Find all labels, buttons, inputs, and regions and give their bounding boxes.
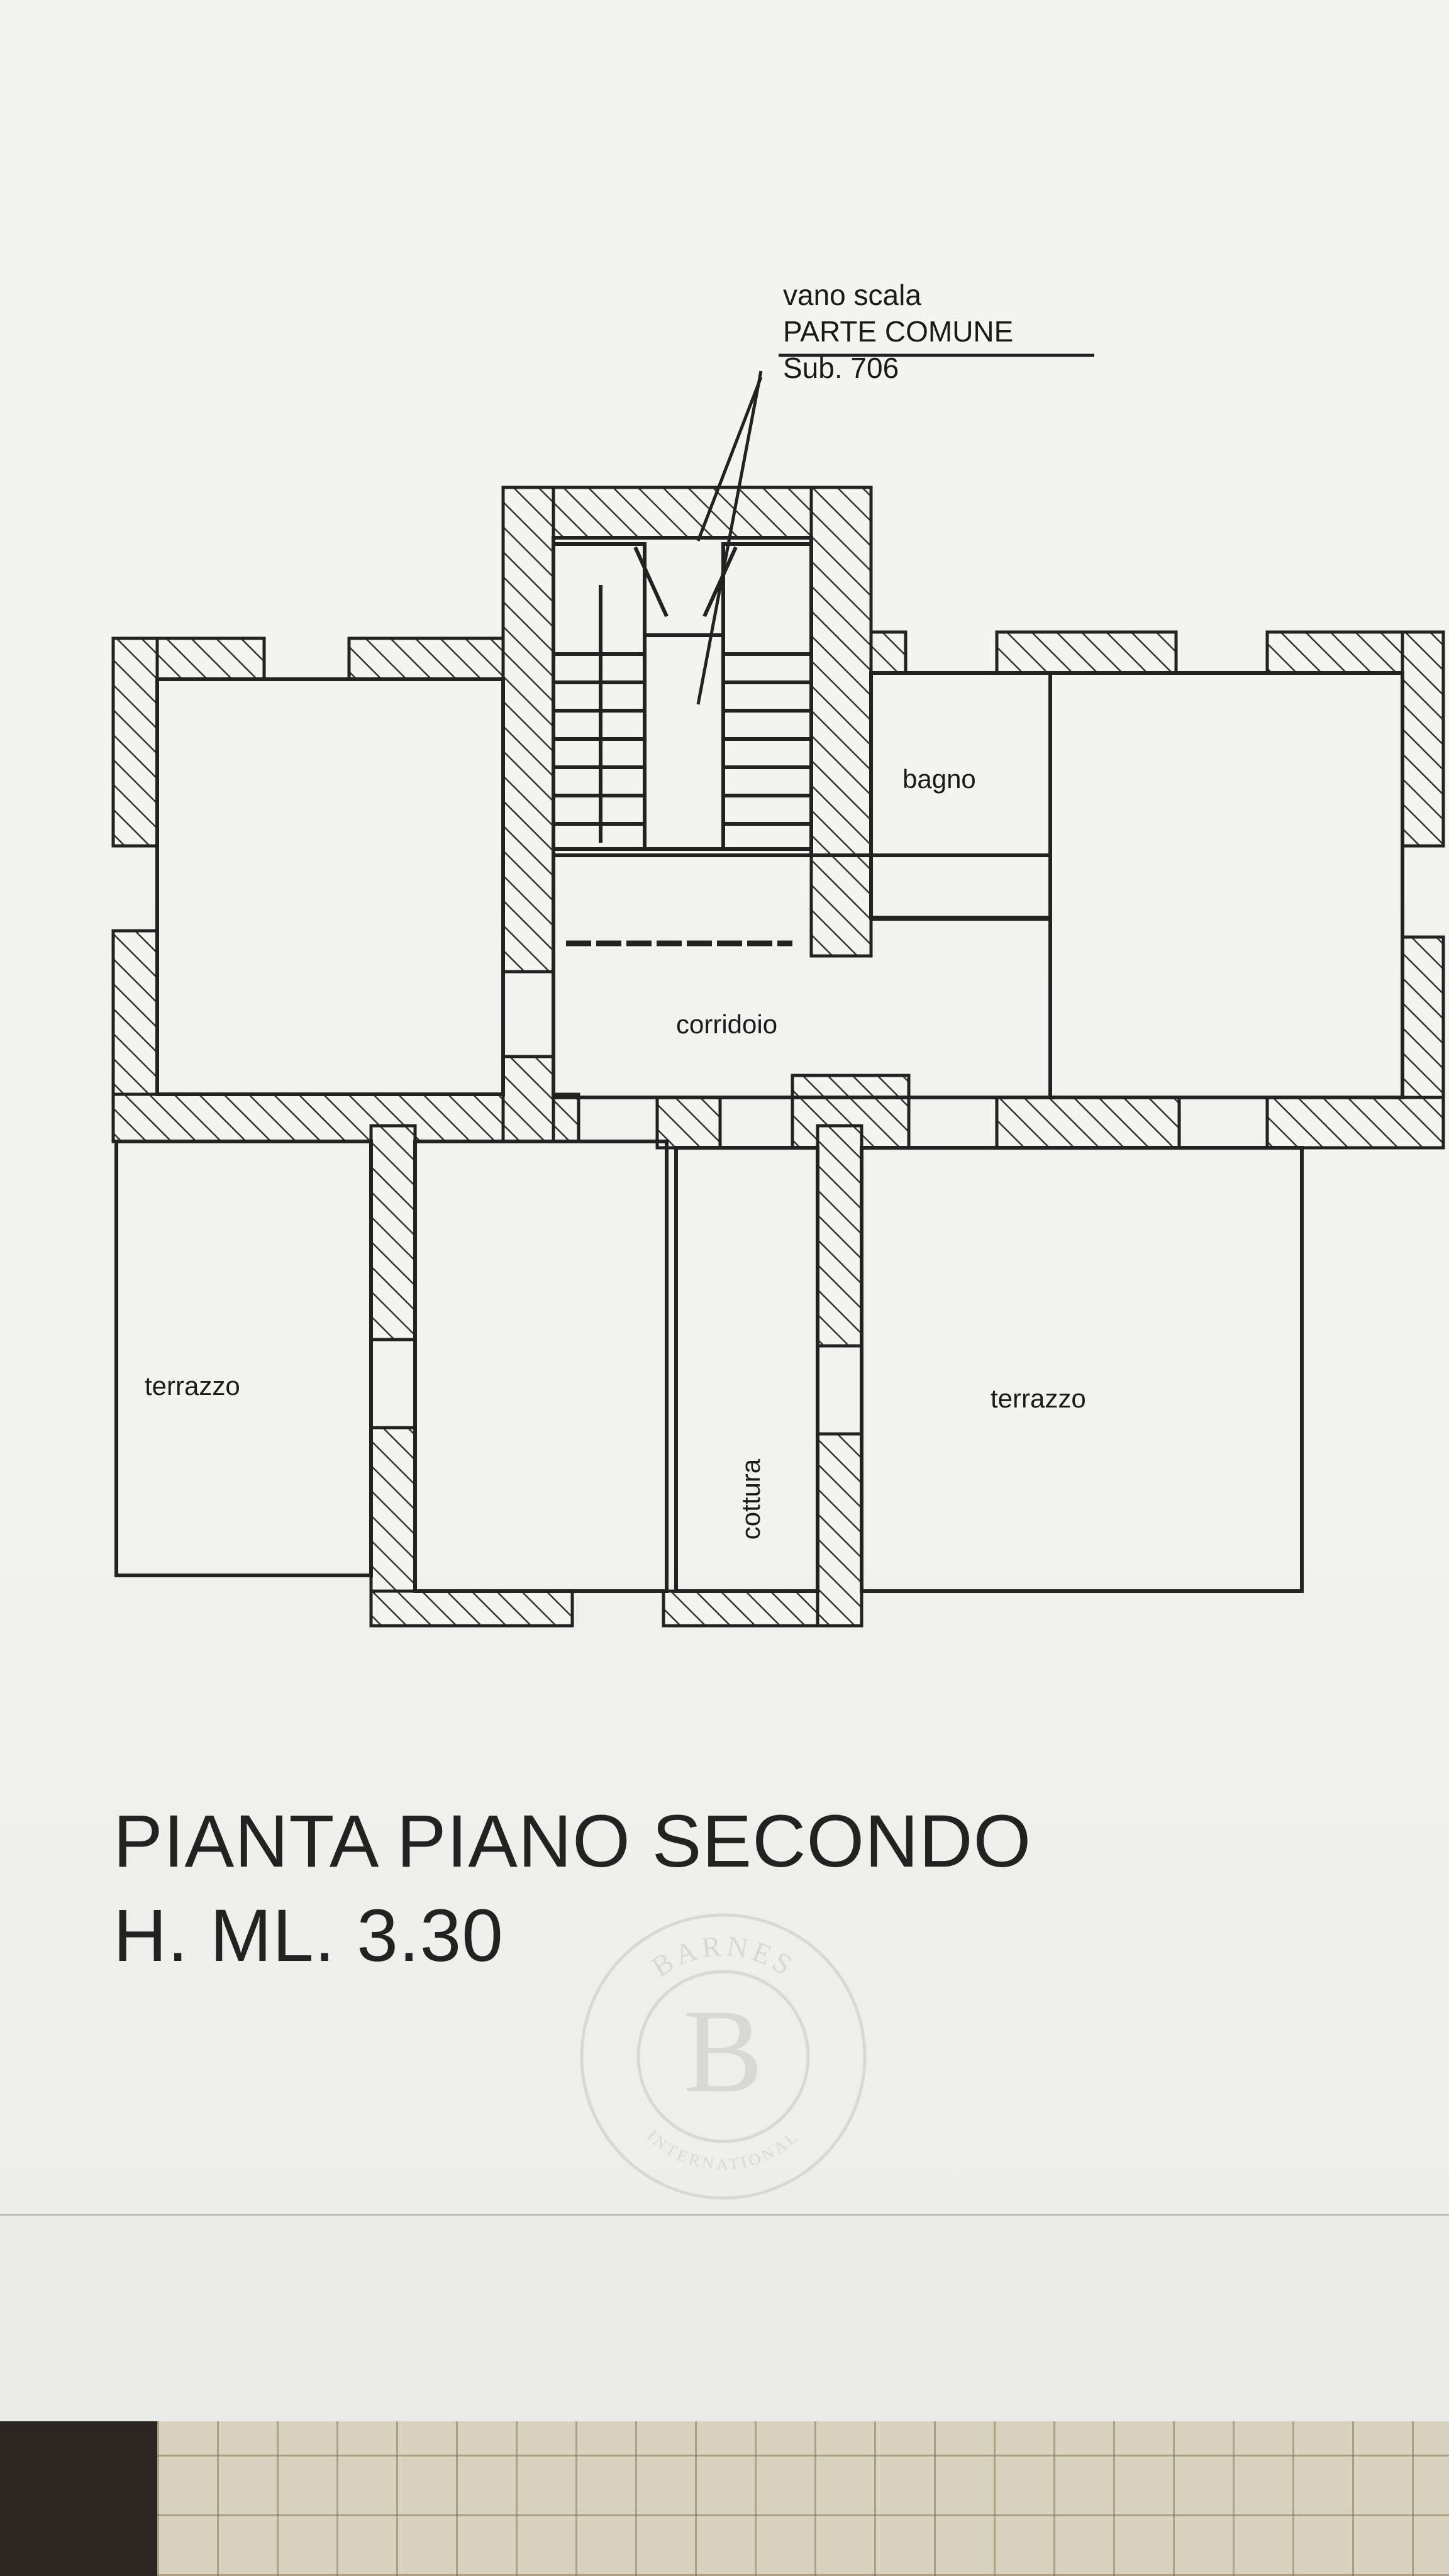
stair-callout: vano scala PARTE COMUNE Sub. 706 <box>783 277 1013 386</box>
ne-wall-top-b <box>995 630 1178 675</box>
room-label-corridoio: corridoio <box>676 1009 778 1039</box>
callout-line-2: PARTE COMUNE <box>783 315 1014 348</box>
sw-wall-bottom-a <box>369 1589 574 1628</box>
plan-title: PIANTA PIANO SECONDO <box>113 1800 1032 1883</box>
nw-wall-right-low <box>501 1055 555 1143</box>
lower-sheet <box>0 2214 1449 2423</box>
room-label-terrazzo-left: terrazzo <box>145 1371 240 1401</box>
stair-wall-left <box>501 486 555 974</box>
ne-wall-top-a <box>869 630 908 675</box>
barnes-watermark-logo: BARNES B INTERNATIONAL <box>580 1913 867 2200</box>
desk-surface <box>0 2421 157 2576</box>
cottura-room <box>674 1146 819 1593</box>
terrazzo-right-outline <box>860 1146 1304 1593</box>
svg-text:INTERNATIONAL: INTERNATIONAL <box>643 2126 802 2174</box>
callout-leader <box>696 353 1094 705</box>
paper-sheet: vano scala PARTE COMUNE Sub. 706 bagno c… <box>0 0 1449 2245</box>
room-label-terrazzo-right: terrazzo <box>991 1384 1086 1413</box>
corridor-room <box>552 853 1052 1099</box>
terrazzo-left-outline <box>114 1140 373 1577</box>
svg-text:BARNES: BARNES <box>646 1929 801 1983</box>
stairs <box>552 542 813 851</box>
walls <box>111 486 1445 1628</box>
ne-wall-bottom-a <box>995 1096 1181 1150</box>
ne-wall-bottom-b <box>1265 1096 1445 1150</box>
stair-wall-right <box>809 486 873 958</box>
room-label-cottura: cottura <box>736 1458 766 1540</box>
svg-text:B: B <box>684 1985 763 2118</box>
room-label-bagno: bagno <box>902 764 976 794</box>
grid-paper <box>157 2421 1449 2576</box>
nw-wall-left-a <box>111 636 159 848</box>
ne-wall-right-a <box>1401 630 1445 848</box>
bagno-room <box>869 671 1052 920</box>
nw-wall-top-b <box>347 636 505 681</box>
sw-wall-left-a <box>369 1124 417 1341</box>
cottura-wall-right-b <box>816 1432 863 1628</box>
callout-line-1: vano scala <box>783 279 921 311</box>
thin-walls <box>114 536 1404 1593</box>
callout-line-3: Sub. 706 <box>783 352 899 384</box>
floor-plan <box>111 353 1445 1628</box>
cottura-wall-right-a <box>816 1124 863 1348</box>
nw-wall-bottom <box>111 1092 580 1143</box>
plan-height: H. ML. 3.30 <box>113 1894 504 1977</box>
